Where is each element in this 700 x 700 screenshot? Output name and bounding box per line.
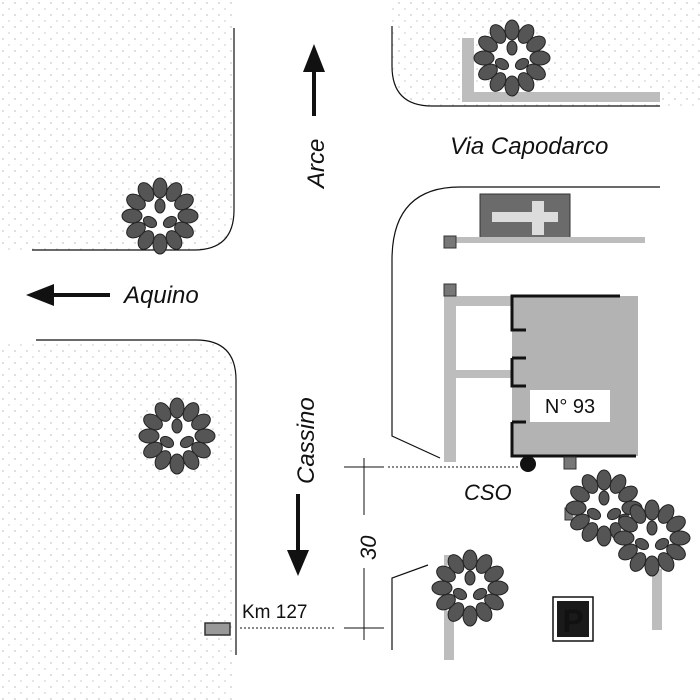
arrow-icon [287, 494, 309, 576]
post-square [443, 283, 457, 297]
garden-path-top [462, 38, 660, 102]
post-square [563, 456, 577, 470]
building-number-label: N° 93 [545, 396, 595, 418]
via-capodarco-label: Via Capodarco [450, 133, 608, 160]
block-bottom-left [0, 339, 237, 700]
arce-label: Arce [303, 139, 330, 190]
distance-measure [240, 458, 518, 640]
building-93: N° 93 [510, 294, 638, 458]
tree-icon [431, 549, 509, 627]
arrow-icon [303, 44, 325, 116]
km-post-icon [204, 622, 231, 636]
cross-icon [492, 201, 558, 235]
cso-label: CSO [464, 480, 512, 505]
parking-icon: P [552, 596, 594, 642]
sign-bar [450, 237, 645, 243]
lot-outline [391, 186, 660, 459]
distance-label: 30 [356, 535, 381, 560]
marker-dot-icon [520, 456, 536, 472]
aquino-label: Aquino [122, 282, 199, 309]
km-marker-label: Km 127 [242, 602, 307, 623]
parking-label: P [562, 603, 583, 639]
cassino-label: Cassino [293, 397, 320, 484]
lower-lot-outline [391, 564, 429, 650]
block-top-left [0, 0, 235, 251]
garden-paths [444, 290, 514, 462]
post-square [443, 235, 457, 249]
pharmacy-sign [479, 193, 571, 243]
arrow-icon [26, 284, 110, 306]
